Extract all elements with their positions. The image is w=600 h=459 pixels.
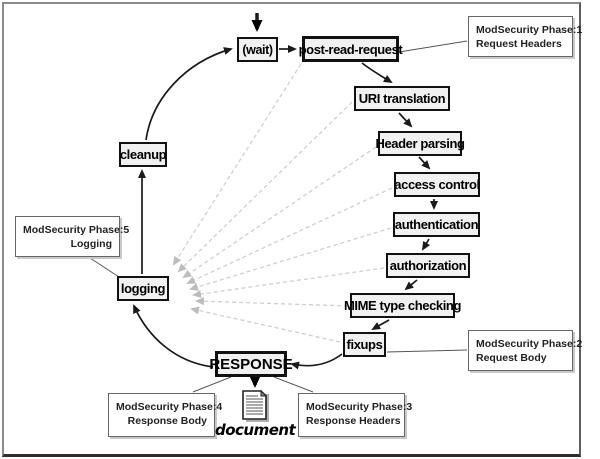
node-header-parsing: Header parsing bbox=[375, 131, 465, 156]
dashed-edge-accesscontrol-logging bbox=[186, 187, 393, 284]
node-logging: logging bbox=[117, 276, 169, 301]
document-icon bbox=[242, 389, 269, 422]
dashed-edge-postread-logging bbox=[172, 63, 302, 266]
node-uri-translation: URI translation bbox=[354, 86, 450, 111]
callout-phase4: ModSecurity Phase:4 Response Body bbox=[108, 393, 223, 437]
callout-phase2-line1: ModSecurity Phase:2 bbox=[476, 338, 583, 350]
connector-postread-phase1 bbox=[398, 40, 468, 53]
callout-phase1-line1: ModSecurity Phase:1 bbox=[476, 24, 583, 36]
edge-response-logging bbox=[133, 304, 214, 368]
edge-mime-fixups bbox=[371, 319, 390, 330]
solid-flow-edges bbox=[133, 13, 438, 388]
dashed-edge-uri-logging bbox=[177, 101, 353, 273]
edge-postread-uri bbox=[361, 62, 393, 84]
callout-phase3-line2: Response Headers bbox=[306, 415, 401, 427]
dashed-edge-authorization-logging bbox=[192, 267, 385, 298]
callout-phase2-line2: Request Body bbox=[476, 352, 547, 364]
edge-fixups-response bbox=[290, 353, 343, 370]
edge-cleanup-wait bbox=[145, 47, 233, 141]
node-access-control: access control bbox=[394, 172, 480, 197]
callout-phase4-line1: ModSecurity Phase:4 bbox=[116, 401, 223, 413]
node-authentication: authentication bbox=[393, 212, 480, 237]
dashed-edge-headerparsing-logging bbox=[182, 146, 377, 279]
node-wait: (wait) bbox=[237, 37, 278, 62]
callout-phase1-line2: Request Headers bbox=[476, 38, 562, 50]
dashed-edge-fixups-logging bbox=[190, 306, 341, 343]
callout-phase5-line2: Logging bbox=[70, 238, 112, 250]
callout-connectors bbox=[89, 40, 468, 393]
callout-phase4-line2: Response Body bbox=[127, 415, 207, 427]
edge-authentication-authorization bbox=[421, 238, 431, 251]
document-label: document bbox=[215, 421, 296, 439]
callout-phase3: ModSecurity Phase:3 Response Headers bbox=[298, 393, 413, 437]
dashed-edge-mime-logging bbox=[195, 297, 349, 307]
node-authorization: authorization bbox=[386, 253, 470, 278]
edge-uri-headerparsing bbox=[398, 112, 413, 128]
node-cleanup: cleanup bbox=[119, 142, 167, 167]
callout-phase5: ModSecurity Phase:5 Logging bbox=[15, 216, 130, 257]
connector-response-phase4 bbox=[192, 376, 232, 393]
node-response: RESPONSE bbox=[209, 351, 293, 377]
connector-fixups-phase2 bbox=[386, 349, 468, 353]
edge-authorization-mime bbox=[404, 279, 418, 291]
edge-headerparsing-accesscontrol bbox=[418, 156, 431, 170]
connector-phase5-logging bbox=[89, 257, 120, 278]
diagram-frame bbox=[2, 2, 581, 457]
callout-phase1: ModSecurity Phase:1 Request Headers bbox=[468, 16, 583, 57]
callout-phase5-line1: ModSecurity Phase:5 bbox=[23, 224, 130, 236]
node-post-read-request: post-read-request bbox=[299, 36, 403, 62]
node-fixups: fixups bbox=[343, 332, 386, 357]
callout-phase3-line1: ModSecurity Phase:3 bbox=[306, 401, 413, 413]
dashed-edge-authentication-logging bbox=[189, 227, 392, 291]
dashed-edges-to-logging bbox=[172, 63, 393, 343]
callout-phase2: ModSecurity Phase:2 Request Body bbox=[468, 330, 583, 371]
connector-response-phase3 bbox=[273, 376, 314, 393]
node-mime-type-checking: MIME type checking bbox=[344, 293, 461, 318]
